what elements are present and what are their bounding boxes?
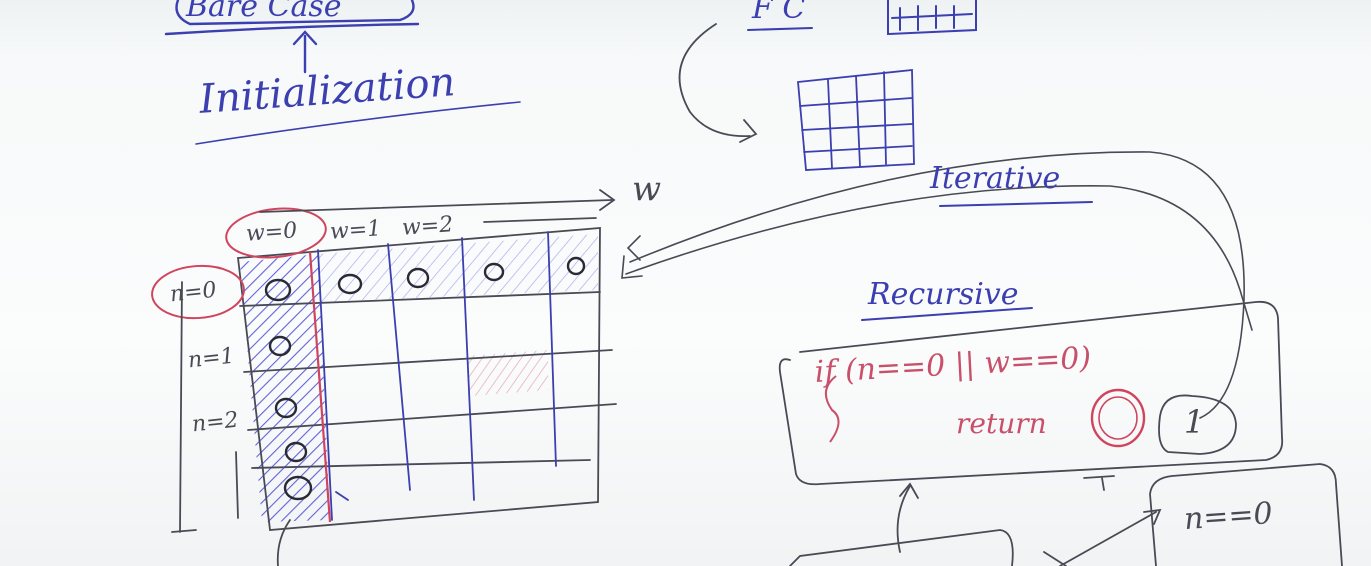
row-header-n0: n=0 — [168, 277, 218, 308]
row-header-n2: n=2 — [190, 407, 240, 438]
bare-case-label: Bare Case — [186, 0, 342, 24]
col-header-w0: w=0 — [245, 218, 299, 247]
iterative-label: Iterative — [930, 161, 1061, 196]
col-header-w2: w=2 — [401, 212, 455, 241]
fc-label: F C — [752, 0, 806, 26]
row-header-n1: n=1 — [186, 343, 236, 374]
w-axis-label: w — [632, 169, 662, 209]
dp-table — [151, 189, 617, 566]
recursive-box — [778, 300, 1343, 566]
curved-arrow — [678, 23, 758, 143]
connector-arrows — [621, 151, 1253, 419]
fc-sketch — [747, 0, 977, 36]
return-text: return — [956, 407, 1047, 440]
grid-sketch — [797, 69, 915, 171]
return-value: 1 — [1184, 403, 1205, 441]
bare-case-box — [164, 0, 521, 145]
recursive-label: Recursive — [868, 277, 1019, 312]
col-header-w1: w=1 — [329, 216, 383, 245]
bottom-condition: n==0 — [1182, 495, 1274, 538]
